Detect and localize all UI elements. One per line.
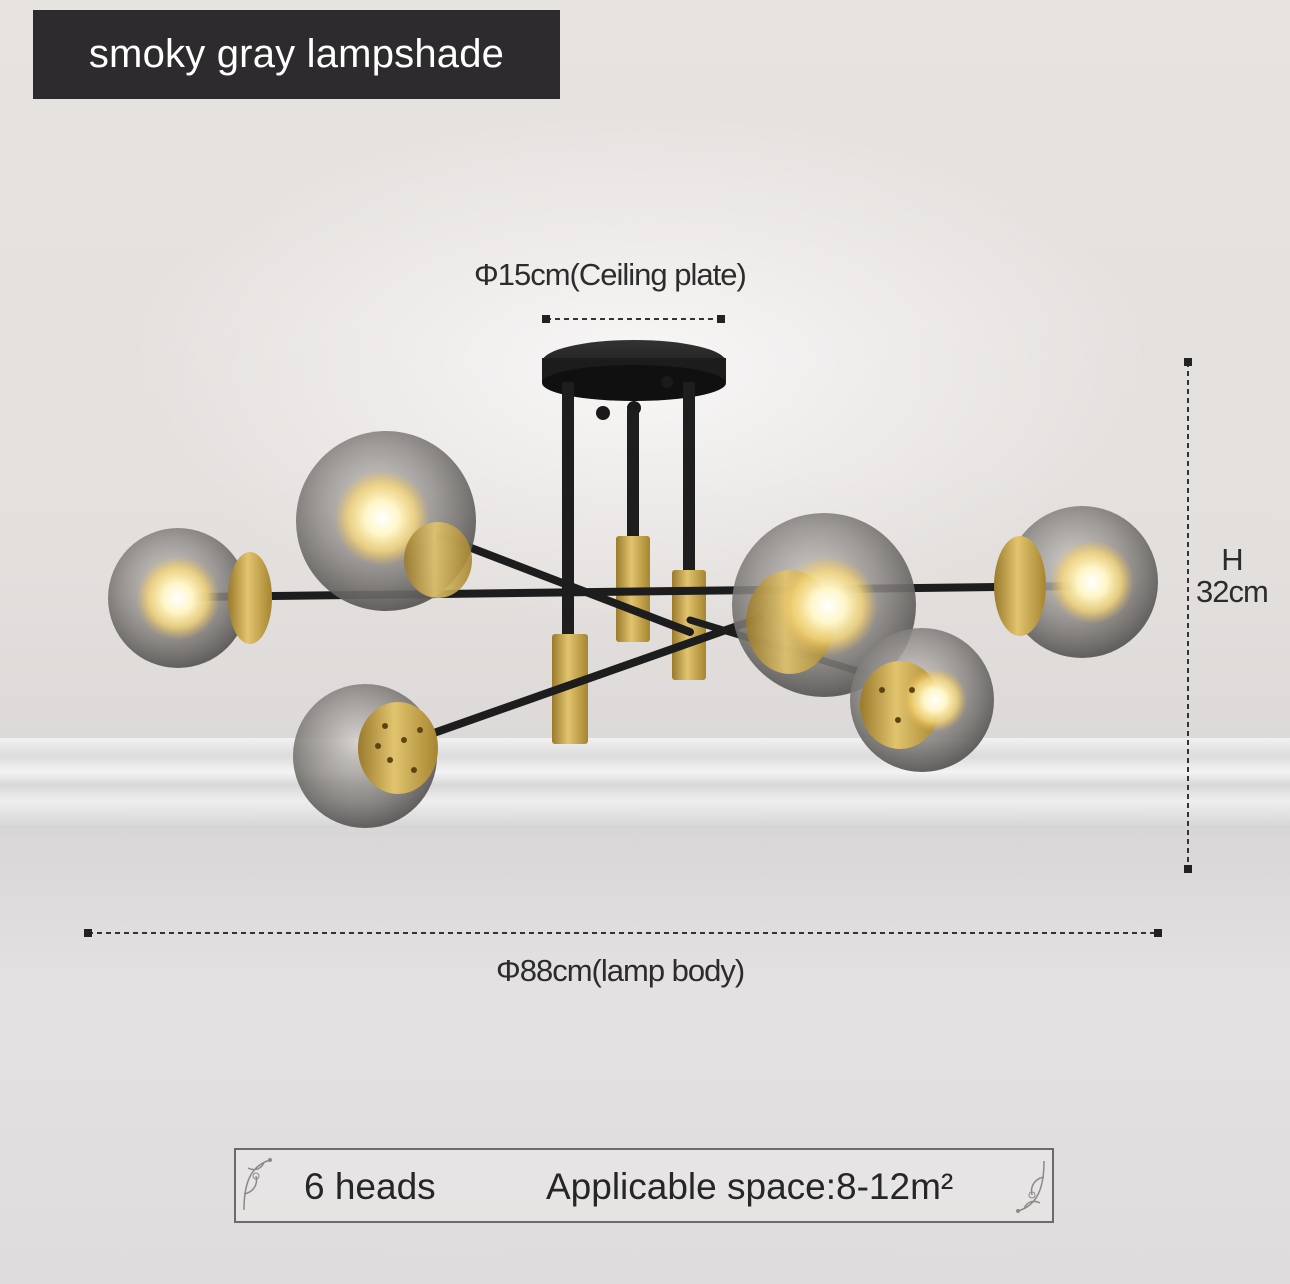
support-rods [562,382,695,642]
height-dimension-line [1184,358,1192,873]
heads-count-label: 6 heads [304,1166,436,1207]
height-dimension-label: H 32cm [1196,542,1269,609]
title-banner: smoky gray lampshade [33,10,560,99]
height-value: 32cm [1196,574,1269,609]
corner-ornament-icon [243,1158,272,1211]
corner-ornament-icon [1016,1160,1045,1213]
lamp-body-dimension-label: Φ88cm(lamp body) [496,953,745,988]
globe-lower-right [850,628,994,772]
spec-box: 6 heads Applicable space:8-12m² [234,1148,1054,1223]
applicable-space-label: Applicable space:8-12m² [546,1166,954,1207]
globe-upper-left [296,431,476,611]
globe-lower-left [293,684,438,828]
height-letter: H [1221,542,1243,577]
globe-far-left [108,528,272,668]
lamp-body-dimension-line [84,929,1162,937]
globe-far-right [994,506,1158,658]
crown-molding [0,738,1290,828]
ceiling-plate-dimension-label: Φ15cm(Ceiling plate) [474,257,747,292]
ceiling-plate-dimension-line [542,315,725,323]
brass-sleeves [552,536,706,744]
